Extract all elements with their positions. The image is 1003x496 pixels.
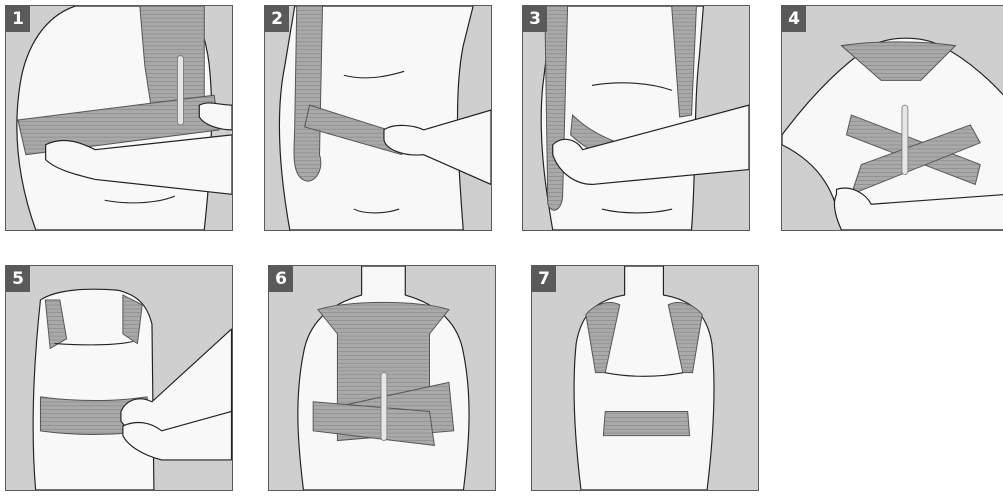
- step-number-badge: 6: [269, 266, 293, 292]
- step-1-illustration: [6, 6, 232, 230]
- step-number-badge: 1: [6, 6, 30, 32]
- step-panel-1: 1: [5, 5, 233, 231]
- step-6-illustration: [269, 266, 495, 490]
- step-panel-6: 6: [268, 265, 496, 491]
- step-2-illustration: [265, 6, 491, 230]
- step-panel-2: 2: [264, 5, 492, 231]
- step-number-badge: 4: [782, 6, 806, 32]
- step-panel-5: 5: [5, 265, 233, 491]
- step-7-illustration: [532, 266, 758, 490]
- step-4-illustration: [782, 6, 1003, 230]
- step-panel-4: 4: [781, 5, 1003, 231]
- step-number-badge: 5: [6, 266, 30, 292]
- step-panel-7: 7: [531, 265, 759, 491]
- step-5-illustration: [6, 266, 232, 490]
- torso-icon: [574, 266, 714, 490]
- belt-icon: [603, 411, 689, 435]
- step-number-badge: 2: [265, 6, 289, 32]
- step-number-badge: 3: [523, 6, 547, 32]
- step-number-badge: 7: [532, 266, 556, 292]
- step-3-illustration: [523, 6, 749, 230]
- step-panel-3: 3: [522, 5, 750, 231]
